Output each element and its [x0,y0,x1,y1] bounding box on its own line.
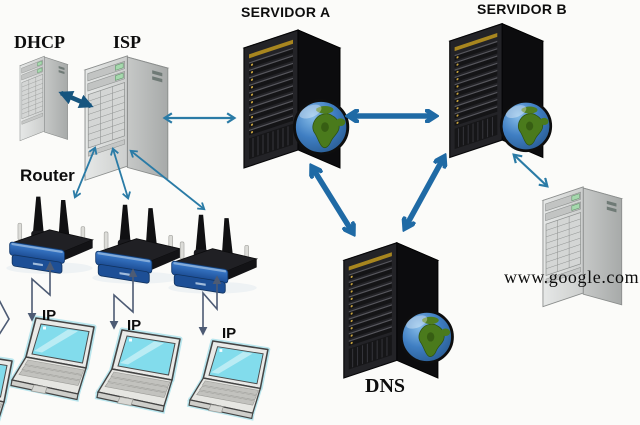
label-router: Router [20,166,75,185]
label-ip-2: IP [127,317,142,334]
label-ip-3: IP [222,325,237,342]
laptop-2-icon [97,330,180,412]
label-server-b: SERVIDOR B [477,1,567,17]
link-router-3-laptop-3 [198,275,222,336]
router-2-icon [91,204,182,285]
label-ip-1: IP [42,307,57,324]
label-dns: DNS [365,375,406,397]
label-website: www.google.com [504,267,640,287]
arrow-server-b-google [514,155,547,186]
globe-icon-server-b [499,99,553,153]
laptop-partial-icon [0,352,12,425]
label-isp: ISP [113,32,142,52]
router-3-icon [167,214,258,295]
link-partial-left-edge [0,300,10,335]
label-dhcp: DHCP [14,32,65,52]
link-router-2-laptop-2 [109,268,138,330]
isp-server-icon [84,55,169,181]
google-web-server-icon [542,186,623,308]
arrow-dhcp-isp [58,90,94,109]
arrow-server-a-dns [312,167,353,233]
globe-icon-server-a [292,98,350,156]
router-1-icon [5,196,94,275]
globe-icon-dns [399,309,454,364]
laptop-1-icon [11,318,94,400]
arrow-server-b-dns [405,157,444,228]
laptop-3-icon [189,341,268,418]
dhcp-server-icon [19,55,68,142]
arrow-isp-router-3 [131,151,204,209]
link-router-1-laptop-1 [27,261,55,322]
label-server-a: SERVIDOR A [241,4,331,20]
arrow-isp-router-1 [75,148,95,197]
arrow-isp-router-2 [113,149,128,198]
